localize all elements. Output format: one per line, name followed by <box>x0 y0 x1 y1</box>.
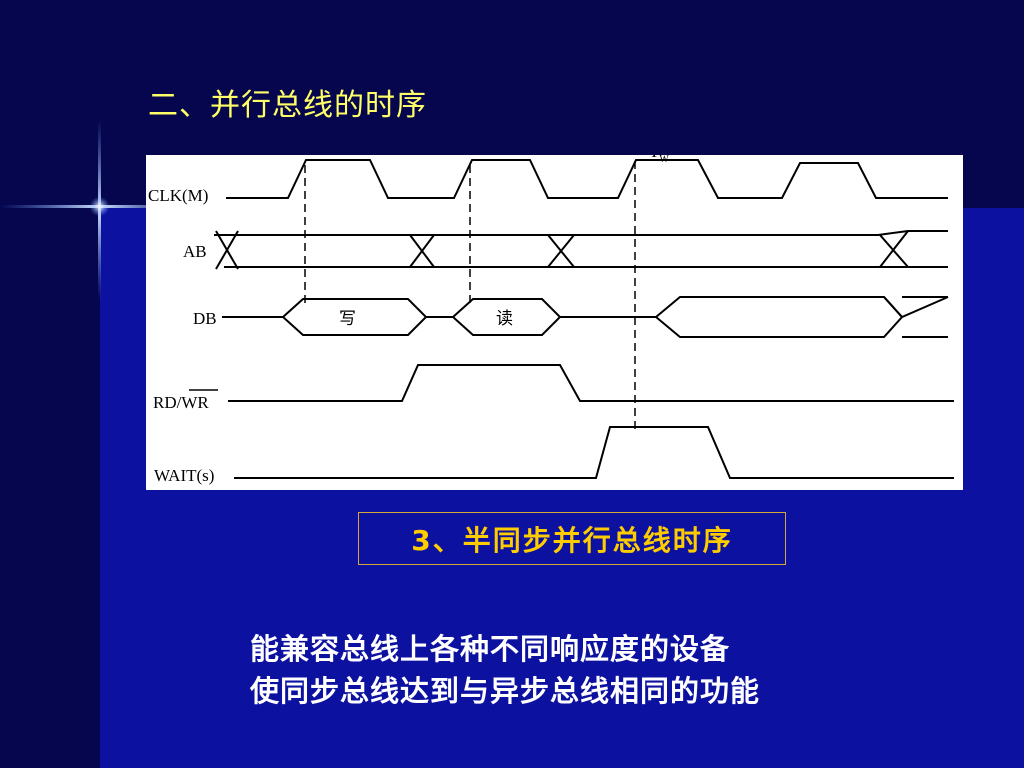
slide-title: 二、并行总线的时序 <box>148 88 427 123</box>
label-wait: WAIT(s) <box>154 466 214 485</box>
background-band-left <box>0 0 100 768</box>
ab-cross-2b <box>409 234 435 268</box>
db-label-read: 读 <box>496 309 513 329</box>
timing-diagram: CLK(M) AB DB RD/WR WAIT(s) TW <box>148 155 954 485</box>
ab-cross-4 <box>879 234 909 268</box>
timing-diagram-panel: CLK(M) AB DB RD/WR WAIT(s) TW <box>146 155 963 490</box>
description-line-1: 能兼容总线上各种不同响应度的设备 <box>250 632 731 666</box>
label-ab: AB <box>183 242 207 261</box>
db-waveform-top <box>655 296 904 338</box>
ab-cross-4b <box>879 230 909 268</box>
ab-cross-1b <box>215 230 239 270</box>
clk-waveform <box>226 159 948 199</box>
label-clk: CLK(M) <box>148 186 208 205</box>
label-db: DB <box>193 309 217 328</box>
tw-marker-main: T <box>649 155 660 161</box>
description-line-2: 使同步总线达到与异步总线相同的功能 <box>250 674 761 708</box>
rd-wr-waveform <box>228 364 954 402</box>
section-heading: 3、半同步并行总线时序 <box>358 512 786 565</box>
db-waveform-right <box>883 296 949 319</box>
label-rd-wr: RD/WR <box>153 393 209 412</box>
ab-cross-3b <box>547 234 575 268</box>
db-label-write: 写 <box>339 309 356 329</box>
wait-waveform <box>234 426 954 479</box>
ab-waveform-top <box>214 230 948 236</box>
sparkle-decoration <box>0 120 200 300</box>
